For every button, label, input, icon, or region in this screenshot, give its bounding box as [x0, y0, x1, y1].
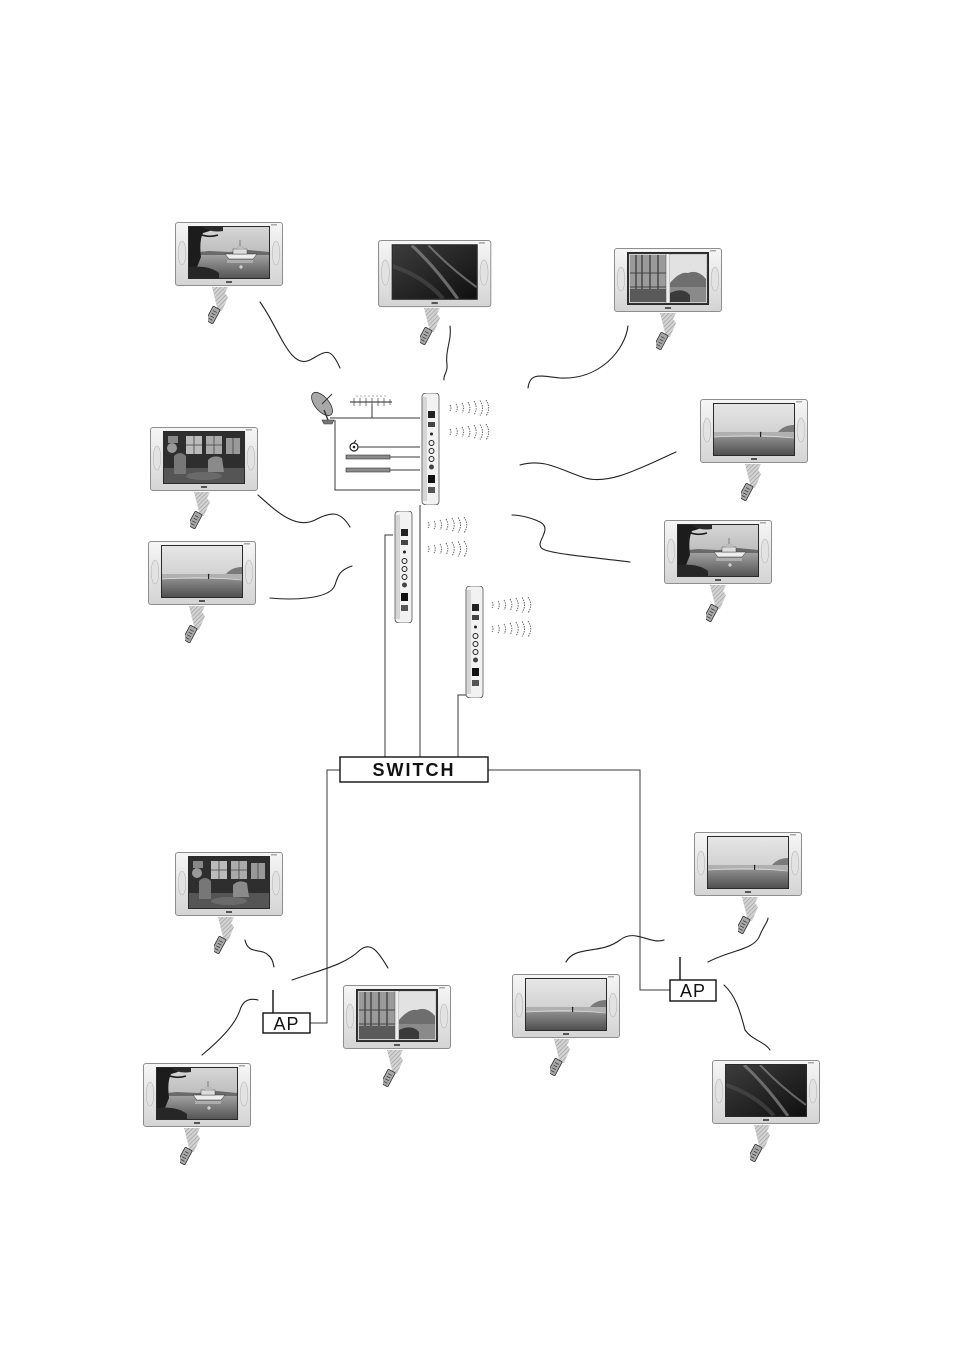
remote-control-icon: [212, 917, 234, 954]
wire-switch-to-server-b: [385, 535, 393, 757]
media-servers: [395, 393, 531, 698]
wireless-link: [724, 985, 770, 1050]
wireless-signal-icon: [450, 400, 489, 440]
tv-top-center: [379, 241, 491, 307]
tv-screen-image: [628, 253, 708, 304]
tv-screen-image: [162, 546, 242, 597]
tv-screen-image: [189, 857, 269, 908]
wire-switch-to-server-c: [458, 695, 466, 757]
remote-control-icon: [206, 287, 228, 324]
remote-control-icon: [704, 585, 726, 622]
wireless-link: [520, 452, 676, 480]
remote-control-icon: [188, 492, 210, 529]
tv-screen-image: [393, 245, 477, 299]
wired-connections: [310, 404, 670, 1023]
tuner-box-icon: [346, 468, 390, 472]
media-server-icon: [466, 586, 483, 698]
tv-screen-image: [714, 404, 794, 455]
tv-left-lower: [149, 542, 256, 605]
tv-screen-image: [357, 990, 437, 1041]
wireless-link: [528, 326, 628, 388]
tv-top-left: [176, 223, 283, 286]
remote-control-icon: [739, 464, 761, 501]
tv-ap-right-lower: [713, 1061, 820, 1124]
wireless-link: [444, 326, 450, 380]
tv-screen-image: [526, 979, 606, 1030]
tv-screen-image: [164, 432, 244, 483]
wire-source-to-server: [330, 404, 420, 418]
tv-ap-left-upper: [176, 853, 283, 916]
tv-top-right: [615, 249, 722, 312]
tv-screen-image: [157, 1068, 237, 1119]
antenna-icon: [350, 396, 392, 406]
signal-sources: [308, 389, 392, 472]
wireless-signal-icon: [492, 597, 531, 637]
wireless-link: [708, 918, 768, 962]
wireless-link: [512, 515, 630, 562]
wireless-links: [202, 302, 770, 1055]
remote-control-icon: [178, 1128, 200, 1165]
remote-control-icon: [381, 1050, 403, 1087]
media-server-icon: [422, 393, 439, 505]
remote-control-icon: [183, 606, 205, 643]
tv-screen-image: [708, 837, 788, 888]
wireless-link: [202, 999, 258, 1055]
access-point-right: AP: [670, 957, 716, 1001]
tv-ap-left-right: [344, 986, 451, 1049]
knob-icon: [350, 440, 358, 451]
tv-screen-image: [726, 1065, 806, 1116]
remote-control-icon: [748, 1125, 770, 1162]
tv-screen-image: [678, 525, 758, 576]
access-point-left: AP: [263, 990, 310, 1034]
ap-label: AP: [273, 1014, 299, 1034]
switch-label: SWITCH: [373, 760, 456, 780]
tv-right-lower: [665, 521, 772, 584]
tv-ap-left-lower: [144, 1064, 251, 1127]
wireless-link: [245, 940, 274, 967]
remote-control-icon: [654, 313, 676, 350]
wireless-signal-icon: [428, 517, 467, 557]
ap-label: AP: [680, 981, 706, 1001]
tv-right-upper: [701, 400, 808, 463]
tuner-box-icon: [346, 455, 390, 459]
wireless-link: [292, 947, 388, 980]
wireless-link: [260, 302, 340, 368]
wire-switch-to-ap-right: [488, 770, 670, 990]
wireless-link: [270, 566, 352, 599]
tv-left-upper: [151, 428, 258, 491]
wire-switch-to-ap-left: [310, 770, 340, 1023]
wireless-link: [258, 495, 350, 527]
network-switch: SWITCH: [340, 757, 488, 782]
tv-ap-right-upper: [695, 833, 802, 896]
remote-control-icon: [736, 897, 758, 934]
satellite-dish-icon: [308, 389, 337, 424]
wireless-link: [566, 936, 664, 962]
remote-control-icon: [418, 308, 440, 345]
remote-control-icon: [548, 1039, 570, 1076]
media-server-icon: [395, 511, 412, 623]
tv-ap-right-left: [513, 975, 620, 1038]
tv-screen-image: [189, 227, 269, 278]
